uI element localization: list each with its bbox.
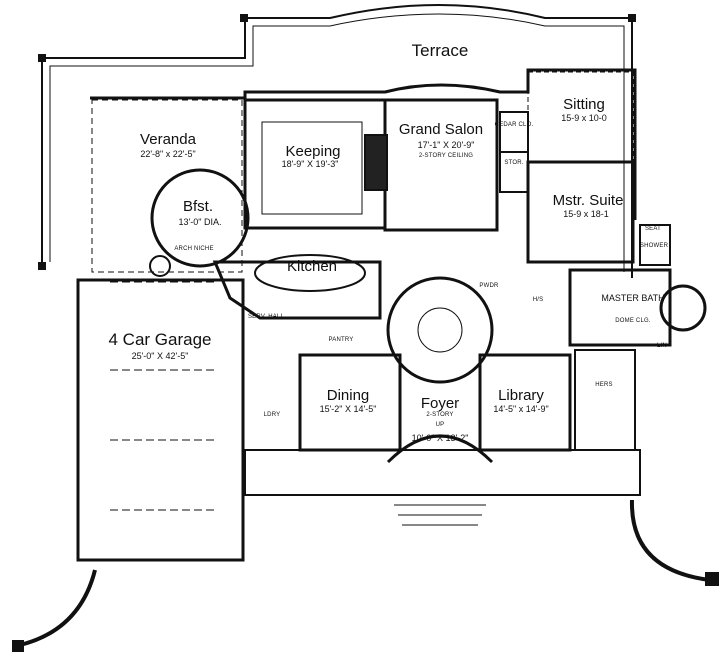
bfst-dim: 13'-0" DIA. bbox=[178, 217, 222, 227]
veranda-dim: 22'-8" x 22'-5" bbox=[140, 149, 196, 159]
bfst-label: Bfst. bbox=[182, 198, 214, 215]
drive-wall-right bbox=[629, 499, 711, 582]
front-steps bbox=[390, 494, 490, 526]
foyer-bay bbox=[386, 434, 494, 464]
grand-salon-label: Grand Salon bbox=[398, 121, 484, 138]
cedar-closet bbox=[499, 111, 529, 153]
seat-shower bbox=[639, 224, 671, 266]
fireplace bbox=[364, 134, 388, 191]
foyer-note: 2-STORY bbox=[426, 412, 454, 418]
pwdr-label: PWDR bbox=[479, 283, 499, 289]
grand-salon-outline bbox=[383, 98, 499, 232]
terrace-rail-inner bbox=[49, 13, 625, 272]
veranda-outline bbox=[91, 99, 243, 273]
foyer-up: UP bbox=[435, 422, 445, 428]
master-bath-label: MASTER BATH bbox=[601, 293, 665, 303]
arch-niche bbox=[149, 255, 171, 277]
mstr-suite-label: Mstr. Suite bbox=[552, 192, 624, 209]
hers-label: HERS bbox=[595, 382, 613, 388]
grand-salon-note: 2-STORY CEILING bbox=[418, 153, 474, 159]
dining-dim: 15'-2" X 14'-5" bbox=[319, 404, 377, 414]
storage bbox=[499, 151, 529, 193]
library-dim: 14'-5" x 14'-9" bbox=[493, 404, 549, 414]
grand-salon-dim: 17'-1" X 20'-9" bbox=[417, 140, 475, 150]
dome-clg-label: DOME CLG. bbox=[615, 318, 651, 324]
foyer-label: Foyer bbox=[420, 395, 460, 412]
garage-label: 4 Car Garage bbox=[108, 330, 212, 349]
sitting-label: Sitting bbox=[563, 96, 605, 113]
garage-dim: 25'-0" X 42'-5" bbox=[131, 351, 189, 361]
kitchen-label: Kitchen bbox=[286, 258, 338, 275]
drive-wall-left bbox=[19, 569, 97, 647]
keeping-dim: 18'-9" X 19'-3" bbox=[281, 159, 339, 169]
dining-label: Dining bbox=[326, 387, 370, 404]
master-suite-outline bbox=[526, 160, 635, 264]
veranda-label: Veranda bbox=[140, 131, 196, 148]
hers-closet bbox=[574, 349, 636, 451]
keeping-label: Keeping bbox=[285, 143, 341, 160]
front-porch bbox=[244, 449, 641, 496]
lin-label: LIN bbox=[657, 343, 667, 349]
ldry-label: LDRY bbox=[263, 412, 281, 418]
shower-label: SHOWER bbox=[639, 243, 669, 249]
keeping-ceiling bbox=[261, 121, 363, 215]
library-label: Library bbox=[498, 387, 544, 404]
terrace-rail bbox=[41, 4, 633, 278]
stor-label: STOR. bbox=[504, 160, 524, 166]
terrace-label: Terrace bbox=[411, 41, 469, 60]
foyer-stair bbox=[386, 276, 494, 384]
garage-outline bbox=[76, 278, 245, 562]
mstr-suite-dim: 15-9 x 18-1 bbox=[563, 209, 609, 219]
foyer-dim: 10'-0" X 13'-2" bbox=[411, 433, 469, 443]
serv-hall-label: SERV. HALL bbox=[247, 314, 285, 320]
master-bath-outline bbox=[568, 268, 672, 347]
sitting-dim: 15-9 x 10-0 bbox=[561, 113, 607, 123]
bath-dome bbox=[659, 284, 707, 332]
house-wall-north bbox=[90, 68, 637, 220]
arch-niche-label: ARCH NICHE bbox=[174, 246, 214, 252]
breakfast-nook bbox=[150, 168, 250, 268]
cedar-clo-label: CEDAR CLO. bbox=[494, 122, 534, 128]
pantry-label: PANTRY bbox=[328, 337, 354, 343]
hs-label: H/S bbox=[532, 297, 544, 303]
kitchen-island bbox=[254, 254, 366, 292]
seat-label: SEAT bbox=[644, 226, 662, 232]
